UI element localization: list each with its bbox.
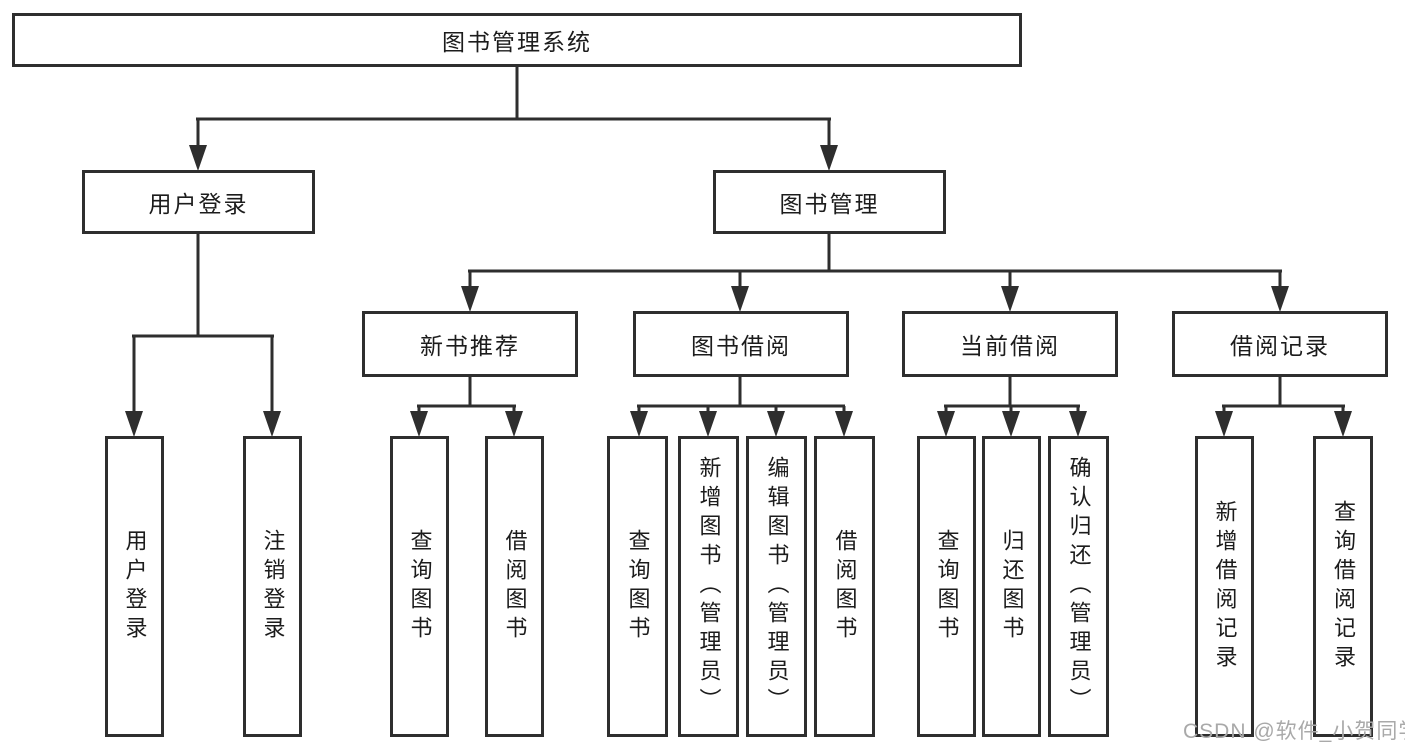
node-user-login: 用户登录 [82, 170, 315, 234]
leaf-add-borrow-record: 新增借阅记录 [1195, 436, 1254, 737]
leaf-user-login: 用户登录 [105, 436, 164, 737]
node-library-system: 图书管理系统 [12, 13, 1022, 67]
leaf-query-books-current: 查询图书 [917, 436, 976, 737]
arrowheads [125, 145, 1352, 437]
leaf-query-books-recommend: 查询图书 [390, 436, 449, 737]
leaf-edit-book-admin: 编辑图书（管理员） [746, 436, 807, 737]
leaf-query-borrow-record: 查询借阅记录 [1313, 436, 1373, 737]
leaf-return-books: 归还图书 [982, 436, 1041, 737]
leaf-add-book-admin: 新增图书（管理员） [678, 436, 739, 737]
node-book-management: 图书管理 [713, 170, 946, 234]
leaf-borrow-books-recommend: 借阅图书 [485, 436, 544, 737]
leaf-query-books-borrowing: 查询图书 [607, 436, 668, 737]
node-book-borrowing: 图书借阅 [633, 311, 849, 377]
leaf-borrow-books-borrowing: 借阅图书 [814, 436, 875, 737]
node-new-book-recommendation: 新书推荐 [362, 311, 578, 377]
csdn-watermark: CSDN @软件_小贺同学 [1183, 720, 1405, 743]
leaf-confirm-return-admin: 确认归还（管理员） [1048, 436, 1109, 737]
node-borrowing-records: 借阅记录 [1172, 311, 1388, 377]
leaf-logout: 注销登录 [243, 436, 302, 737]
node-current-borrowing: 当前借阅 [902, 311, 1118, 377]
